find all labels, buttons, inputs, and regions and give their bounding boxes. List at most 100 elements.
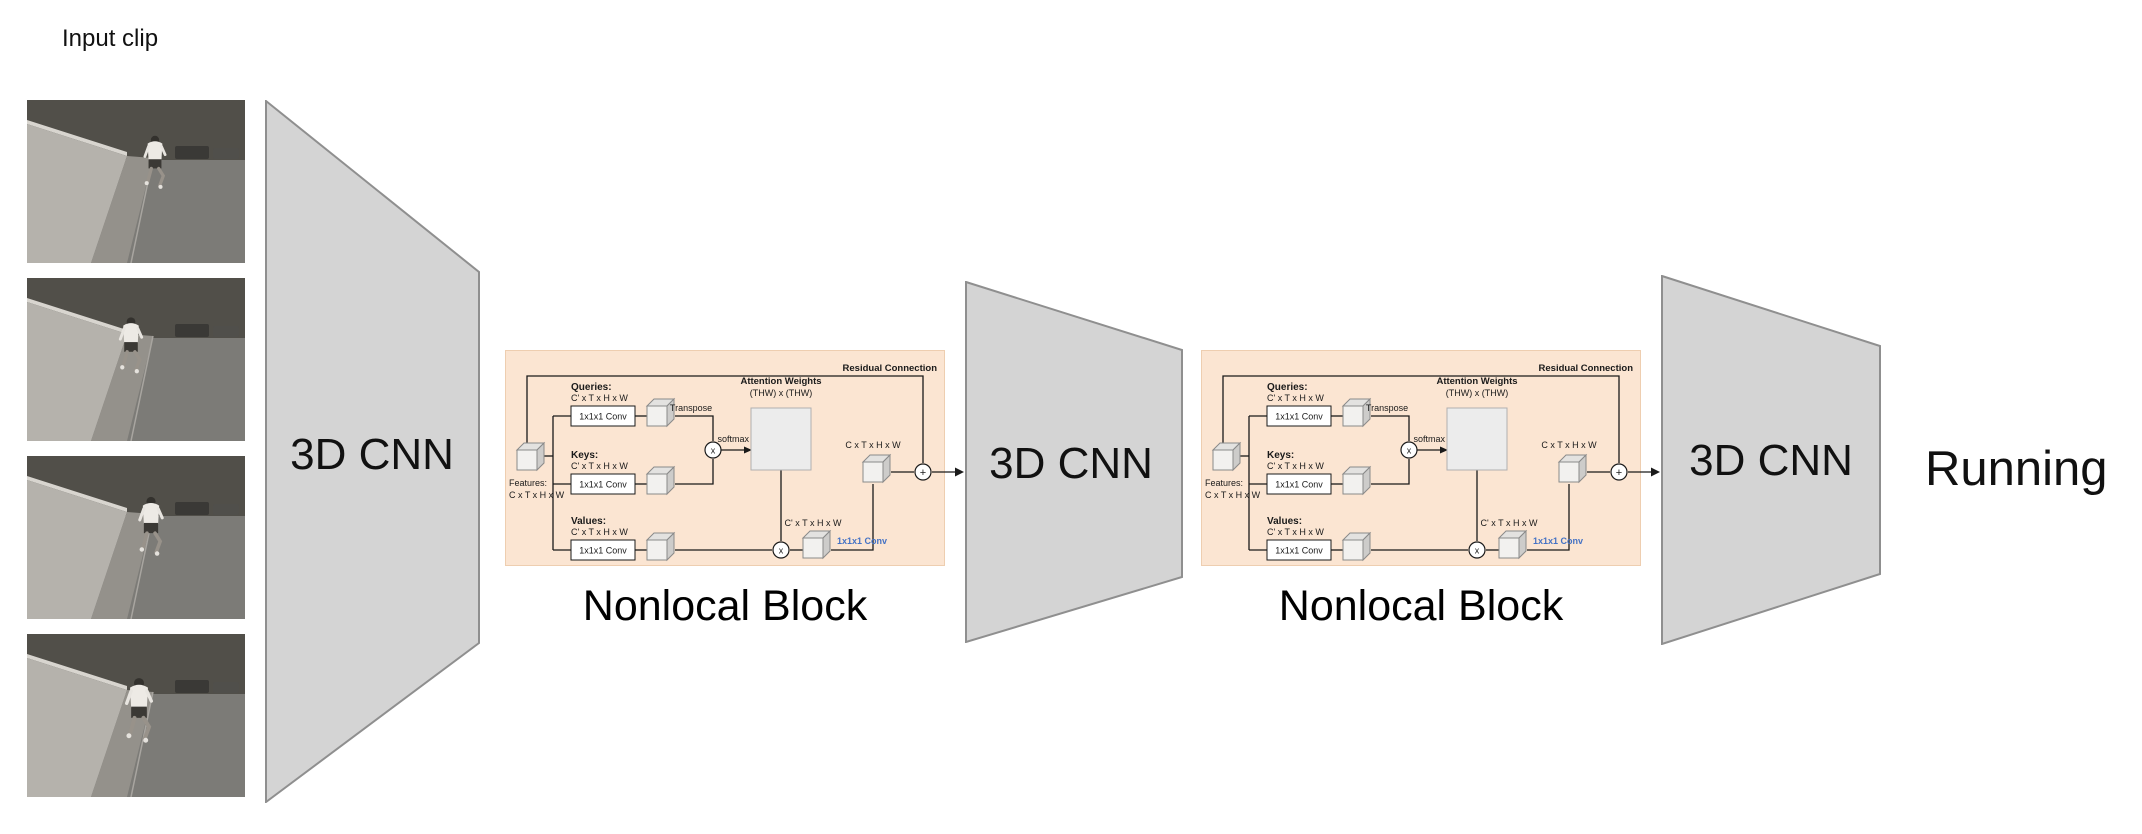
mult-out-dims: C' x T x H x W bbox=[1481, 518, 1538, 528]
features-cube bbox=[1211, 441, 1242, 472]
street-photo-frame bbox=[27, 100, 245, 263]
multiply-symbol: x bbox=[711, 446, 716, 456]
multiply-symbol: x bbox=[779, 546, 784, 556]
parked-car bbox=[175, 146, 209, 159]
nonlocal-block-diagram: Residual Connection Features: C x T x H … bbox=[505, 350, 964, 566]
runner-shirt bbox=[142, 503, 160, 524]
output-dims: C x T x H x W bbox=[1541, 440, 1597, 450]
nonlocal-block-diagram: Residual Connection Features: C x T x H … bbox=[1201, 350, 1660, 566]
parked-car bbox=[213, 148, 239, 159]
trapezoid-shape bbox=[265, 100, 480, 803]
wall-top-edge bbox=[27, 654, 127, 690]
cnn-stage-2: 3D CNN bbox=[965, 281, 1183, 643]
concrete-wall bbox=[27, 124, 127, 263]
nonlocal-block-2: Residual Connection Features: C x T x H … bbox=[1201, 350, 1661, 566]
multiply-circle-av bbox=[1468, 541, 1486, 559]
keys-dims: C' x T x H x W bbox=[1267, 461, 1324, 471]
parked-car bbox=[175, 680, 209, 693]
runner-figure bbox=[143, 135, 167, 189]
attention-weights-title: Attention Weights bbox=[1436, 376, 1517, 387]
runner-arms bbox=[124, 689, 154, 705]
wall-top-edge bbox=[27, 298, 127, 334]
wires bbox=[1222, 375, 1652, 551]
attention-weights-dims: (THW) x (THW) bbox=[750, 388, 812, 398]
street-photo-frame bbox=[27, 634, 245, 797]
conv-out-label: 1x1x1 Conv bbox=[1533, 536, 1583, 546]
input-frame-1 bbox=[27, 100, 245, 263]
multiply-circle-av bbox=[772, 541, 790, 559]
values-cube bbox=[1341, 531, 1372, 562]
plus-circle bbox=[914, 463, 932, 481]
queries-cube bbox=[1341, 397, 1372, 428]
keys-cube bbox=[1341, 465, 1372, 496]
softmax-arrowhead bbox=[1440, 446, 1448, 454]
cnn-stage-1: 3D CNN bbox=[265, 100, 480, 803]
runner-figure bbox=[124, 678, 154, 743]
values-conv-box bbox=[570, 539, 636, 561]
input-frame-4 bbox=[27, 634, 245, 797]
values-label: Values: bbox=[571, 516, 606, 527]
output-cube bbox=[861, 453, 892, 484]
runner-shorts bbox=[148, 159, 162, 169]
softmax-arrowhead bbox=[744, 446, 752, 454]
concrete-wall bbox=[27, 302, 127, 441]
plus-symbol: + bbox=[1616, 467, 1622, 479]
runner-shoe bbox=[143, 737, 149, 743]
output-dims: C x T x H x W bbox=[845, 440, 901, 450]
runner-shirt bbox=[123, 323, 139, 344]
runner-figure bbox=[138, 496, 164, 556]
values-conv-box bbox=[1266, 539, 1332, 561]
output-cube bbox=[1557, 453, 1588, 484]
runner-arms bbox=[138, 507, 164, 522]
runner-shoe bbox=[154, 551, 160, 556]
features-cube bbox=[515, 441, 546, 472]
cnn-label-3: 3D CNN bbox=[1689, 436, 1853, 485]
queries-dims: C' x T x H x W bbox=[571, 393, 628, 403]
runner-shoe bbox=[120, 365, 125, 370]
mult-out-dims: C' x T x H x W bbox=[785, 518, 842, 528]
input-clip-label: Input clip bbox=[62, 25, 159, 52]
attention-weights-matrix bbox=[1446, 407, 1508, 471]
input-frame-3 bbox=[27, 456, 245, 619]
input-frames bbox=[27, 100, 245, 812]
cnn-stage-3: 3D CNN bbox=[1661, 275, 1881, 645]
residual-connection-label: Residual Connection bbox=[843, 363, 938, 374]
runner-arms bbox=[118, 327, 144, 341]
runner-shirt bbox=[147, 141, 163, 161]
softmax-label: softmax bbox=[1413, 434, 1445, 444]
transpose-label: Transpose bbox=[1366, 403, 1408, 413]
output-class-label: Running bbox=[1925, 442, 2108, 496]
queries-cube bbox=[645, 397, 676, 428]
queries-conv-label: 1x1x1 Conv bbox=[1275, 412, 1323, 422]
street-photo-frame bbox=[27, 278, 245, 441]
sidewalk bbox=[91, 156, 153, 263]
values-dims: C' x T x H x W bbox=[571, 527, 628, 537]
keys-conv-label: 1x1x1 Conv bbox=[1275, 480, 1323, 490]
runner-shoe bbox=[158, 184, 163, 189]
wall-top-edge bbox=[27, 120, 127, 156]
wires bbox=[526, 375, 956, 551]
runner-legs bbox=[128, 715, 152, 742]
multiply-symbol: x bbox=[1407, 446, 1412, 456]
values-dims: C' x T x H x W bbox=[1267, 527, 1324, 537]
keys-conv-box bbox=[570, 473, 636, 495]
plus-symbol: + bbox=[920, 467, 926, 479]
curb-line bbox=[130, 335, 154, 441]
concrete-wall bbox=[27, 658, 127, 797]
values-conv-label: 1x1x1 Conv bbox=[1275, 546, 1323, 556]
cnn-label-2: 3D CNN bbox=[989, 439, 1153, 488]
cnn-label-1: 3D CNN bbox=[290, 430, 454, 479]
multiply-symbol: x bbox=[1475, 546, 1480, 556]
runner-shorts bbox=[124, 342, 138, 352]
queries-conv-label: 1x1x1 Conv bbox=[579, 412, 627, 422]
concrete-wall bbox=[27, 480, 127, 619]
queries-label: Queries: bbox=[1267, 382, 1308, 393]
keys-dims: C' x T x H x W bbox=[571, 461, 628, 471]
wall-top-edge bbox=[27, 476, 127, 512]
runner-legs bbox=[121, 350, 142, 372]
result-cube bbox=[1497, 529, 1528, 560]
parked-car bbox=[213, 504, 239, 515]
multiply-circle-qk bbox=[704, 441, 722, 459]
queries-label: Queries: bbox=[571, 382, 612, 393]
